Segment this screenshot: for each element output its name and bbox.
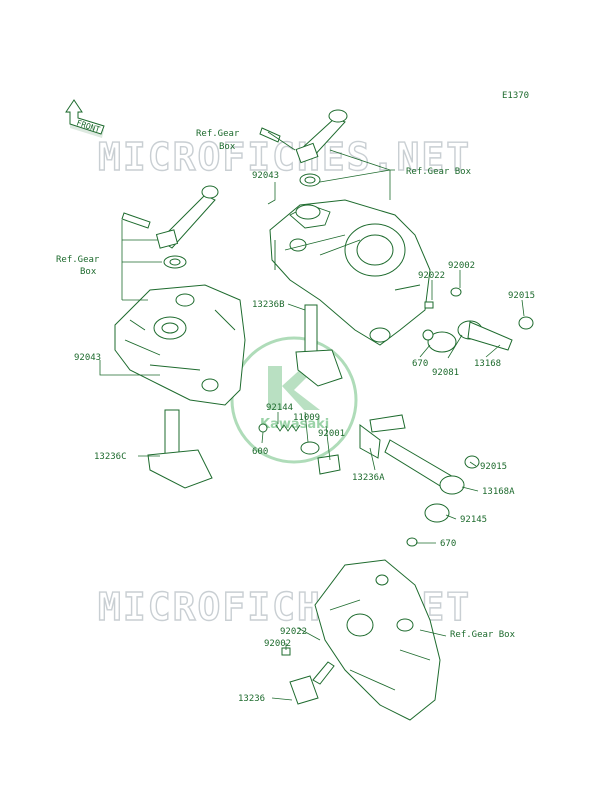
part-11009: 11009 [293,413,320,423]
label-ref-gear-box-top-2: Box [219,142,236,152]
label-ref-gear-box-right: Ref.Gear Box [406,167,472,177]
part-92043-left: 92043 [74,353,101,363]
kawasaki-logo: Kawasaki [230,336,358,464]
part-92001: 92001 [318,429,345,439]
part-13236a: 13236A [352,473,385,483]
label-ref-gear-box-left-2: Box [80,267,97,277]
diagram-id: E1370 [502,91,529,101]
part-600: 600 [252,447,268,457]
part-92022-bottom: 92022 [280,627,307,637]
gear-box-housing-lower [281,559,441,721]
shift-shaft-13236 [289,661,335,705]
part-92002-bottom: 92002 [264,639,291,649]
label-ref-gear-box-lower: Ref.Gear Box [450,630,516,640]
shift-shaft-13236b [295,304,343,387]
leader-lines [99,131,525,701]
shift-shaft-13236c [147,409,213,489]
gear-box-housing-upper [269,199,431,346]
part-92043-top: 92043 [252,171,279,181]
arm-13168a [384,439,480,547]
front-arrow-icon: FRONT [65,99,105,138]
gear-box-housing-left [114,284,246,406]
label-ref-gear-box-top-1: Ref.Gear [196,129,240,139]
part-92144: 92144 [266,403,293,413]
shift-lever-upper [259,109,348,187]
shift-shaft-13236a [359,414,406,459]
label-ref-gear-box-left-1: Ref.Gear [56,255,100,265]
part-92022-top: 92022 [418,271,445,281]
part-92081: 92081 [432,368,459,378]
part-13168: 13168 [474,359,501,369]
spring-cluster [258,423,341,475]
part-92002-top: 92002 [448,261,475,271]
part-13236b: 13236B [252,300,285,310]
part-92015-mid: 92015 [480,462,507,472]
logo-text: Kawasaki [260,417,329,432]
part-92015-top: 92015 [508,291,535,301]
shift-lever-left [121,185,219,269]
arm-13168 [422,287,534,353]
part-13168a: 13168A [482,487,515,497]
part-13236: 13236 [238,694,265,704]
part-670-mid: 670 [440,539,456,549]
part-92145: 92145 [460,515,487,525]
watermark-top: MICROFICHES.NET [98,135,471,179]
part-670-top: 670 [412,359,428,369]
part-13236c: 13236C [94,452,127,462]
